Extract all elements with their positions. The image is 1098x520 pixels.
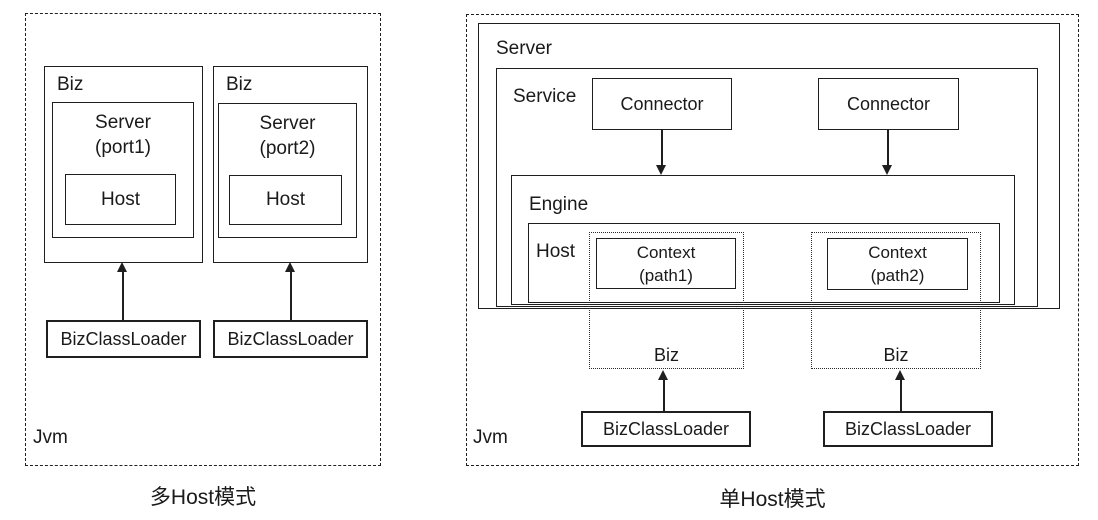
right-connector1-arrow-line — [661, 130, 663, 166]
left-server1-box: Server (port1) — [52, 102, 194, 238]
left-server1-line1: Server — [95, 112, 151, 133]
right-caption: 单Host模式 — [719, 488, 826, 511]
right-host-box — [528, 223, 1000, 303]
left-host1-label: Host — [100, 188, 141, 210]
right-biz2-dotted-box: Biz — [811, 232, 981, 369]
right-context1-line2: (path1) — [639, 266, 693, 285]
left-arrow2-head-icon — [285, 262, 295, 272]
right-context1-box: Context (path1) — [596, 238, 736, 289]
right-connector2-box: Connector — [818, 78, 959, 130]
right-context2-box: Context (path2) — [827, 238, 968, 290]
right-jvm-boundary — [466, 14, 1079, 466]
right-context1-title: Context (path1) — [597, 241, 735, 287]
left-caption: 多Host模式 — [149, 486, 257, 509]
right-connector1-label: Connector — [620, 93, 704, 114]
right-context2-line1: Context — [868, 243, 927, 262]
left-host2-label: Host — [265, 189, 306, 210]
left-server2-line2: (port2) — [259, 138, 316, 159]
left-server2-box: Server (port2) — [218, 103, 357, 238]
right-context2-title: Context (path2) — [828, 241, 967, 287]
right-loader2-arrow-line — [900, 379, 902, 411]
right-server-label: Server — [496, 38, 552, 59]
left-server2-title: Server (port2) — [219, 111, 356, 161]
right-context1-line1: Context — [636, 243, 696, 262]
left-server2-line1: Server — [259, 113, 316, 134]
right-connector2-arrow-head-icon — [882, 165, 892, 175]
right-service-box — [496, 68, 1038, 307]
right-bizclassloader2-label: BizClassLoader — [844, 418, 972, 439]
right-jvm-label: Jvm — [473, 427, 508, 448]
left-host2-box: Host — [229, 175, 342, 225]
left-bizclassloader1-label: BizClassLoader — [60, 328, 187, 349]
left-bizclassloader2-label: BizClassLoader — [227, 328, 354, 349]
left-jvm-label: Jvm — [33, 427, 68, 448]
right-engine-label: Engine — [529, 194, 589, 215]
right-bizclassloader2-box: BizClassLoader — [823, 411, 993, 447]
right-biz2-label: Biz — [883, 345, 909, 365]
left-server1-line2: (port1) — [95, 137, 151, 158]
right-biz1-label: Biz — [653, 345, 679, 365]
right-connector2-arrow-line — [887, 130, 889, 166]
left-arrow1-head-icon — [117, 262, 127, 272]
right-biz1-dotted-box: Biz — [589, 232, 744, 369]
right-bizclassloader1-box: BizClassLoader — [581, 411, 751, 447]
right-bizclassloader1-label: BizClassLoader — [602, 418, 730, 439]
right-service-label: Service — [513, 86, 577, 107]
right-server-box — [478, 23, 1060, 309]
left-jvm-boundary — [25, 13, 381, 466]
right-loader1-arrow-head-icon — [658, 370, 668, 380]
left-bizclassloader2-box: BizClassLoader — [213, 320, 368, 358]
right-connector1-box: Connector — [592, 78, 732, 130]
left-arrow1-line — [122, 271, 124, 320]
left-biz1-label: Biz — [57, 74, 84, 95]
left-arrow2-line — [290, 271, 292, 320]
right-connector1-arrow-head-icon — [656, 165, 666, 175]
right-loader1-arrow-line — [663, 379, 665, 411]
right-context2-line2: (path2) — [870, 266, 925, 285]
left-server1-title: Server (port1) — [53, 110, 193, 160]
left-host1-box: Host — [65, 174, 176, 225]
right-host-label: Host — [536, 241, 576, 262]
right-connector2-label: Connector — [846, 93, 931, 114]
left-biz2-label: Biz — [226, 74, 253, 95]
right-engine-box — [511, 175, 1015, 305]
right-loader2-arrow-head-icon — [895, 370, 905, 380]
left-bizclassloader1-box: BizClassLoader — [46, 320, 201, 358]
